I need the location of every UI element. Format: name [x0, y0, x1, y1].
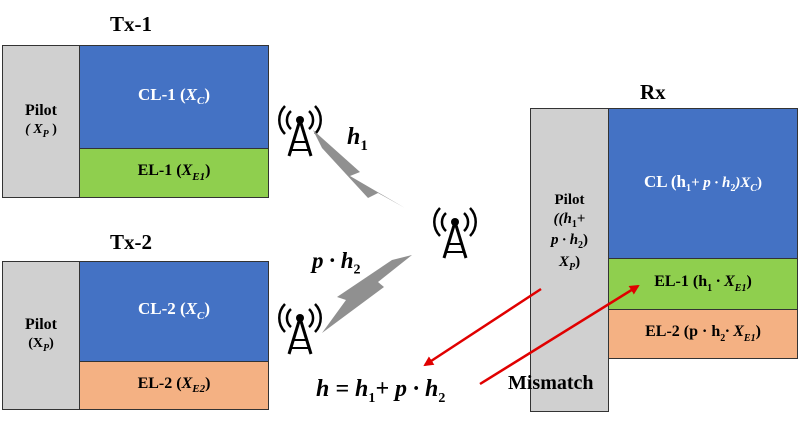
rx-title: Rx [640, 80, 666, 104]
rx-el1-label: EL-1 (h1 · XE1) [654, 273, 752, 294]
ph2-label: p · h2 [312, 248, 361, 278]
tx2-cl-block: CL-2 (XC) [79, 261, 269, 362]
tx2-pilot-label: Pilot [25, 316, 57, 334]
rx-pilot-line1: ((h1+ [553, 210, 586, 230]
tx2-pilot-symbol: (XP) [28, 336, 54, 355]
h1-label: h1 [347, 124, 368, 154]
tx2-el-block: EL-2 (XE2) [79, 361, 269, 410]
tx2-cl-label: CL-2 (XC) [137, 299, 211, 322]
rx-el1-block: EL-1 (h1 · XE1) [608, 258, 798, 310]
red-arrow-icon [423, 287, 542, 367]
tx1-el-label: EL-1 (XE1) [137, 162, 211, 183]
rx-el2-block: EL-2 (p · h2· XE1) [608, 309, 798, 359]
mismatch-label: Mismatch [508, 372, 594, 394]
tx2-title: Tx-2 [110, 230, 152, 254]
tx1-cl-label: CL-1 (XC) [137, 84, 211, 108]
rx-pilot-label: Pilot [554, 192, 585, 208]
antenna-tower-icon [277, 302, 323, 356]
tx1-pilot-symbol: ( XP ) [25, 122, 57, 141]
red-arrow-icon [479, 284, 640, 386]
tx1-title: Tx-1 [110, 12, 152, 36]
antenna-tower-icon [432, 206, 478, 260]
rx-pilot-block: Pilot ((h1+ p · h2) XP) [530, 108, 609, 412]
rx-pilot-line3: XP) [558, 254, 581, 273]
tx2-el-label: EL-2 (XE2) [137, 374, 211, 396]
tx1-cl-block: CL-1 (XC) [79, 45, 269, 149]
rx-el2-label: EL-2 (p · h2· XE1) [645, 323, 761, 344]
tx1-el-block: EL-1 (XE1) [79, 148, 269, 198]
tx2-pilot-block: Pilot (XP) [2, 261, 80, 410]
lightning-bolt-icon [322, 255, 412, 333]
rx-cl-label: CL (h1+ p · h2)XC) [643, 172, 763, 194]
tx1-pilot-label: Pilot [25, 102, 57, 120]
rx-cl-block: CL (h1+ p · h2)XC) [608, 108, 798, 259]
tx1-pilot-block: Pilot ( XP ) [2, 45, 80, 198]
channel-equation: h = h1+ p · h2 [316, 376, 446, 406]
rx-pilot-line2: p · h2) [550, 232, 589, 252]
antenna-tower-icon [277, 104, 323, 158]
